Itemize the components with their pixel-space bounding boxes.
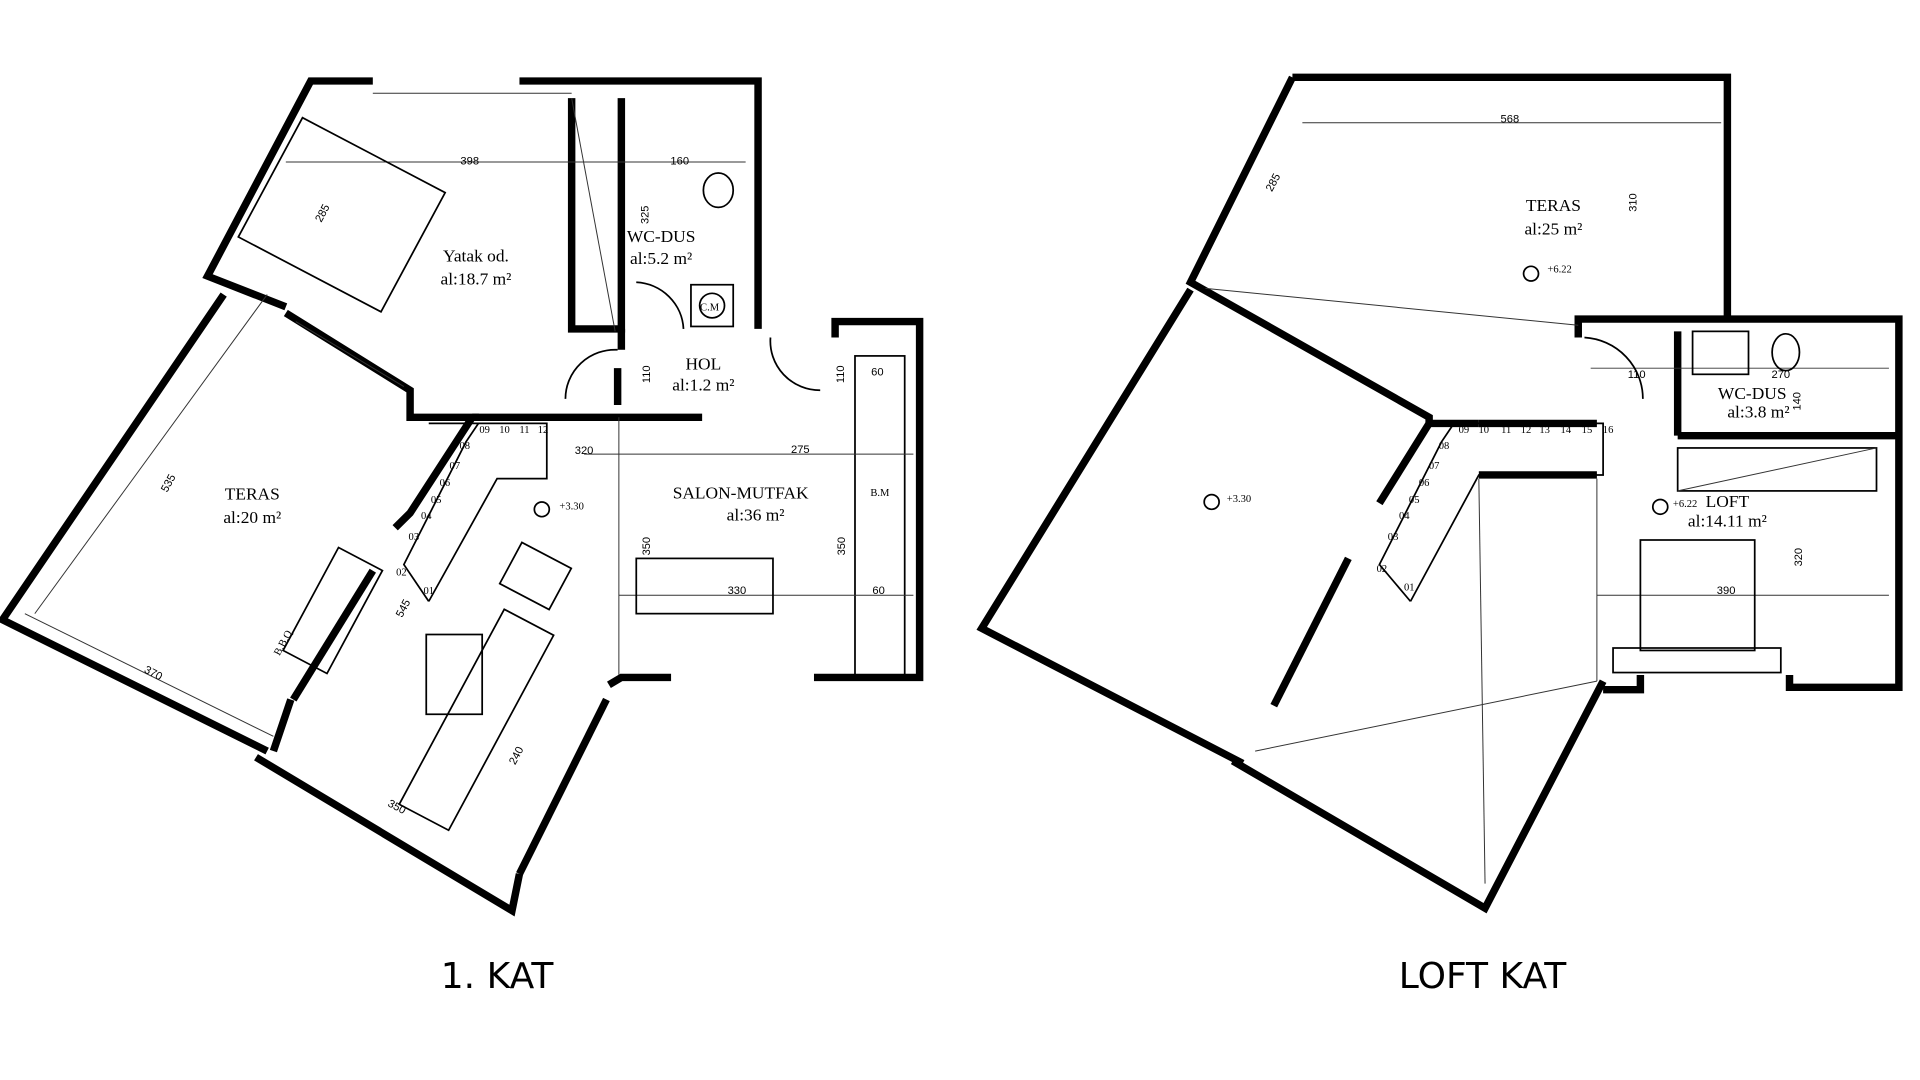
room-labels: TERAS al:25 m² WC-DUS al:3.8 m² LOFT al:… — [1203, 196, 1790, 531]
plan-1-kat: Yatak od. al:18.7 m² WC-DUS al:5.2 m² HO… — [0, 77, 924, 997]
stair-step: 05 — [1409, 495, 1420, 506]
level-marker-icon — [1522, 265, 1540, 282]
room-area-wc: al:3.8 m² — [1727, 402, 1789, 421]
stair-step: 06 — [1419, 478, 1430, 489]
dim: 535 — [159, 472, 178, 494]
stair-step: 11 — [1501, 425, 1511, 436]
stair-step: 10 — [499, 425, 510, 436]
stair-step: 02 — [1377, 564, 1388, 575]
room-area-hall: al:1.2 m² — [672, 375, 734, 394]
dim: 110 — [641, 366, 653, 384]
dim: 350 — [641, 537, 653, 555]
stair-step: 16 — [1603, 425, 1614, 436]
level-label: +3.30 — [559, 501, 583, 512]
stair-step: 15 — [1582, 425, 1593, 436]
dim: 110 — [835, 366, 847, 384]
plan-title: LOFT KAT — [1399, 956, 1567, 997]
stair-step: 14 — [1561, 425, 1572, 436]
bbq-label: B.B.Q — [272, 628, 295, 657]
dim: 320 — [1793, 548, 1805, 566]
level-marker-icon — [533, 501, 551, 518]
room-name-terrace: TERAS — [1526, 196, 1581, 215]
level-label: +6.22 — [1547, 265, 1571, 276]
stair-step: 04 — [421, 511, 432, 522]
dimensions: 568 285 310 110 270 140 320 390 — [1264, 114, 1805, 597]
interior-lines — [24, 92, 914, 832]
level-label: +6.22 — [1673, 499, 1697, 510]
room-name-wc: WC-DUS — [627, 227, 696, 246]
dim: 350 — [386, 798, 408, 817]
room-labels: Yatak od. al:18.7 m² WC-DUS al:5.2 m² HO… — [223, 227, 890, 658]
room-area-loft: al:14.11 m² — [1688, 512, 1767, 531]
dim: 310 — [1628, 193, 1640, 211]
dim: 110 — [1628, 369, 1646, 381]
room-area-terrace: al:20 m² — [223, 508, 281, 527]
room-name-bedroom: Yatak od. — [443, 247, 509, 266]
plan-title: 1. KAT — [441, 956, 554, 997]
stair-numbers: 01 02 03 04 05 06 07 08 09 10 11 12 13 1… — [1377, 425, 1614, 593]
dim: 275 — [791, 444, 810, 456]
stair-numbers: 01 02 03 04 05 06 07 08 09 10 11 12 — [396, 425, 548, 597]
dishwasher-label: B.M — [870, 488, 890, 499]
stair-step: 01 — [423, 586, 434, 597]
dim: 390 — [1717, 585, 1736, 597]
washer-label: C.M — [700, 303, 720, 314]
stair-step: 03 — [409, 532, 420, 543]
level-marker-icon — [1203, 493, 1220, 511]
stair-step: 10 — [1479, 425, 1490, 436]
room-name-hall: HOL — [686, 355, 722, 374]
stair-step: 08 — [460, 441, 471, 452]
level-label: +3.30 — [1227, 494, 1251, 505]
dim: 285 — [313, 202, 332, 224]
dimensions: 398 160 285 325 110 110 60 535 370 320 2… — [142, 156, 885, 817]
stair-step: 04 — [1399, 511, 1410, 522]
interior-lines — [1205, 122, 1889, 884]
stair-step: 07 — [450, 461, 461, 472]
plan-loft-kat: TERAS al:25 m² WC-DUS al:3.8 m² LOFT al:… — [976, 73, 1903, 997]
room-name-loft: LOFT — [1706, 492, 1750, 511]
room-area-bedroom: al:18.7 m² — [441, 270, 512, 289]
dim: 545 — [394, 598, 413, 620]
room-area-terrace: al:25 m² — [1524, 220, 1582, 239]
stair-step: 01 — [1404, 582, 1415, 593]
stair-step: 09 — [479, 425, 490, 436]
dim: 325 — [640, 206, 652, 224]
level-marker-icon — [1651, 498, 1669, 516]
room-name-wc: WC-DUS — [1718, 384, 1787, 403]
walls — [976, 73, 1903, 914]
room-name-living: SALON-MUTFAK — [673, 483, 809, 502]
dim: 160 — [670, 156, 689, 168]
stair-step: 07 — [1429, 461, 1440, 472]
walls — [0, 77, 924, 917]
dim: 350 — [836, 537, 848, 555]
dim: 60 — [872, 585, 884, 597]
stair-step: 11 — [519, 425, 529, 436]
dim: 140 — [1792, 392, 1804, 410]
stair-step: 09 — [1459, 425, 1470, 436]
stair-step: 12 — [1521, 425, 1532, 436]
stair-step: 05 — [431, 495, 442, 506]
stair-step: 13 — [1539, 425, 1550, 436]
dim: 320 — [575, 445, 594, 457]
stair-step: 02 — [396, 568, 407, 579]
room-name-terrace: TERAS — [225, 485, 280, 504]
dim: 398 — [460, 156, 479, 168]
room-area-living: al:36 m² — [727, 505, 785, 524]
stair-step: 03 — [1388, 532, 1399, 543]
dim: 330 — [728, 585, 747, 597]
stair-step: 06 — [440, 478, 451, 489]
stair-step: 08 — [1439, 441, 1450, 452]
dim: 270 — [1771, 369, 1790, 381]
dim: 568 — [1501, 114, 1520, 126]
dim: 240 — [507, 745, 526, 767]
dim: 285 — [1264, 172, 1283, 194]
stair-step: 12 — [538, 425, 549, 436]
room-area-wc: al:5.2 m² — [630, 249, 692, 268]
dim: 60 — [871, 367, 883, 379]
